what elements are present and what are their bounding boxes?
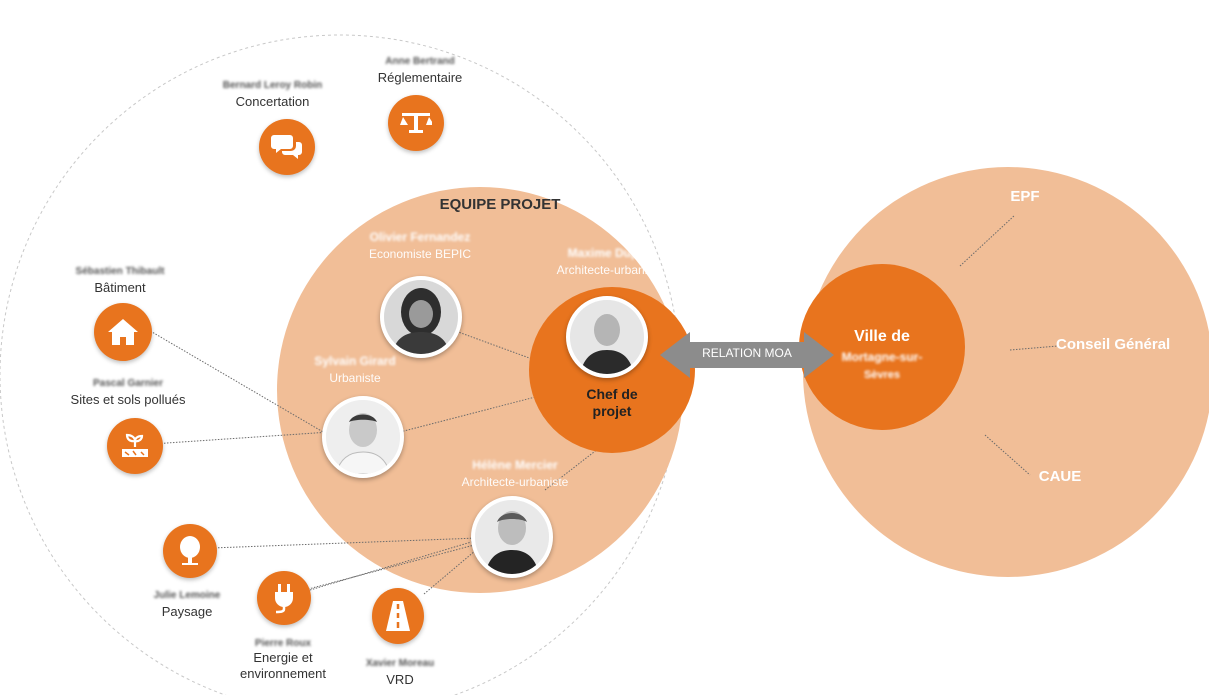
connector-urbaniste-chef [399,394,544,433]
member-economiste-label: Olivier Fernandez Economiste BEPIC [345,230,495,264]
expert-label: Paysage [161,604,213,619]
chef-role: Architecte-urbaniste [556,263,664,278]
moa-title: Ville de [854,328,910,345]
expert-label: Concertation [235,94,310,109]
relation-arrow [660,332,834,378]
member-name: Olivier Fernandez [369,230,471,244]
relation-label: RELATION MOA [702,346,792,360]
expert-label-line2: environnement [240,665,326,681]
expert-vrd: Xavier Moreau VRD [350,658,450,689]
moa-label: Ville de Mortagne-sur- Sèvres [820,327,944,382]
chef-label-line1: Chef de [586,386,638,402]
expert-reglementaire: Anne Bertrand Réglementaire [360,56,480,87]
team-circle [277,187,683,593]
expert-paysage: Julie Lemoine Paysage [132,590,242,621]
chef-header-label: Maxime Dupuy Architecte-urbaniste [535,246,685,280]
connector-energie-2 [281,543,479,597]
member-role: Economiste BEPIC [368,247,472,262]
connector-epf [959,214,1016,267]
connector-batiment [139,324,331,437]
chef-photo [566,296,648,378]
member-name: Sylvain Girard [314,354,396,368]
chef-label: Chef de projet [560,386,664,420]
member-role: Urbaniste [329,371,381,386]
expert-name: Pascal Garnier [92,378,164,389]
expert-sites: Pascal Garnier Sites et sols pollués [48,378,208,409]
partner-conseil-general: Conseil Général [1056,336,1171,353]
expert-label: Réglementaire [377,70,463,85]
expert-energie: Pierre Roux Energie et environnement [218,638,348,681]
tree-icon [163,524,217,578]
expert-label: Sites et sols pollués [70,392,186,407]
member-architecte-label: Hélène Mercier Architecte-urbaniste [440,458,590,492]
moa-city-line2: Sèvres [863,368,901,381]
expert-name: Julie Lemoine [153,590,221,601]
moa-city-line1: Mortagne-sur- [841,350,923,365]
road-icon [372,588,424,644]
member-architecte-photo [471,496,553,578]
speech-bubbles-icon [259,119,315,175]
expert-name: Sébastien Thibault [75,266,165,277]
plug-icon [257,571,311,625]
scales-icon [388,95,444,151]
house-icon [94,303,152,361]
expert-concertation: Bernard Leroy Robin Concertation [215,80,330,111]
expert-name: Anne Bertrand [385,56,455,67]
connector-architecte-chef [544,437,613,491]
connector-cg [1009,345,1059,351]
member-urbaniste-photo [322,396,404,478]
team-title: EQUIPE PROJET [439,196,561,213]
connector-caue [984,434,1031,476]
connector-vrd [423,544,483,595]
expert-name: Xavier Moreau [365,658,435,669]
member-urbaniste-label: Sylvain Girard Urbaniste [290,354,420,388]
expert-label: VRD [386,672,414,687]
moa-inner-circle [799,264,965,430]
expert-name: Bernard Leroy Robin [222,80,323,91]
partner-caue: CAUE [1038,468,1082,485]
expert-label-line1: Energie et [253,650,313,665]
chef-label-line2: projet [592,402,632,419]
chef-name: Maxime Dupuy [567,246,653,260]
connector-energie-1 [309,539,479,591]
connector-paysage [211,537,479,549]
member-economiste-photo [380,276,462,358]
partner-epf: EPF [1010,188,1040,205]
member-name: Hélène Mercier [472,458,558,472]
expert-name: Pierre Roux [254,638,312,649]
member-role: Architecte-urbaniste [461,475,569,490]
expert-label: Bâtiment [94,280,146,295]
soil-plant-icon [107,418,163,474]
expert-batiment: Sébastien Thibault Bâtiment [65,266,175,297]
